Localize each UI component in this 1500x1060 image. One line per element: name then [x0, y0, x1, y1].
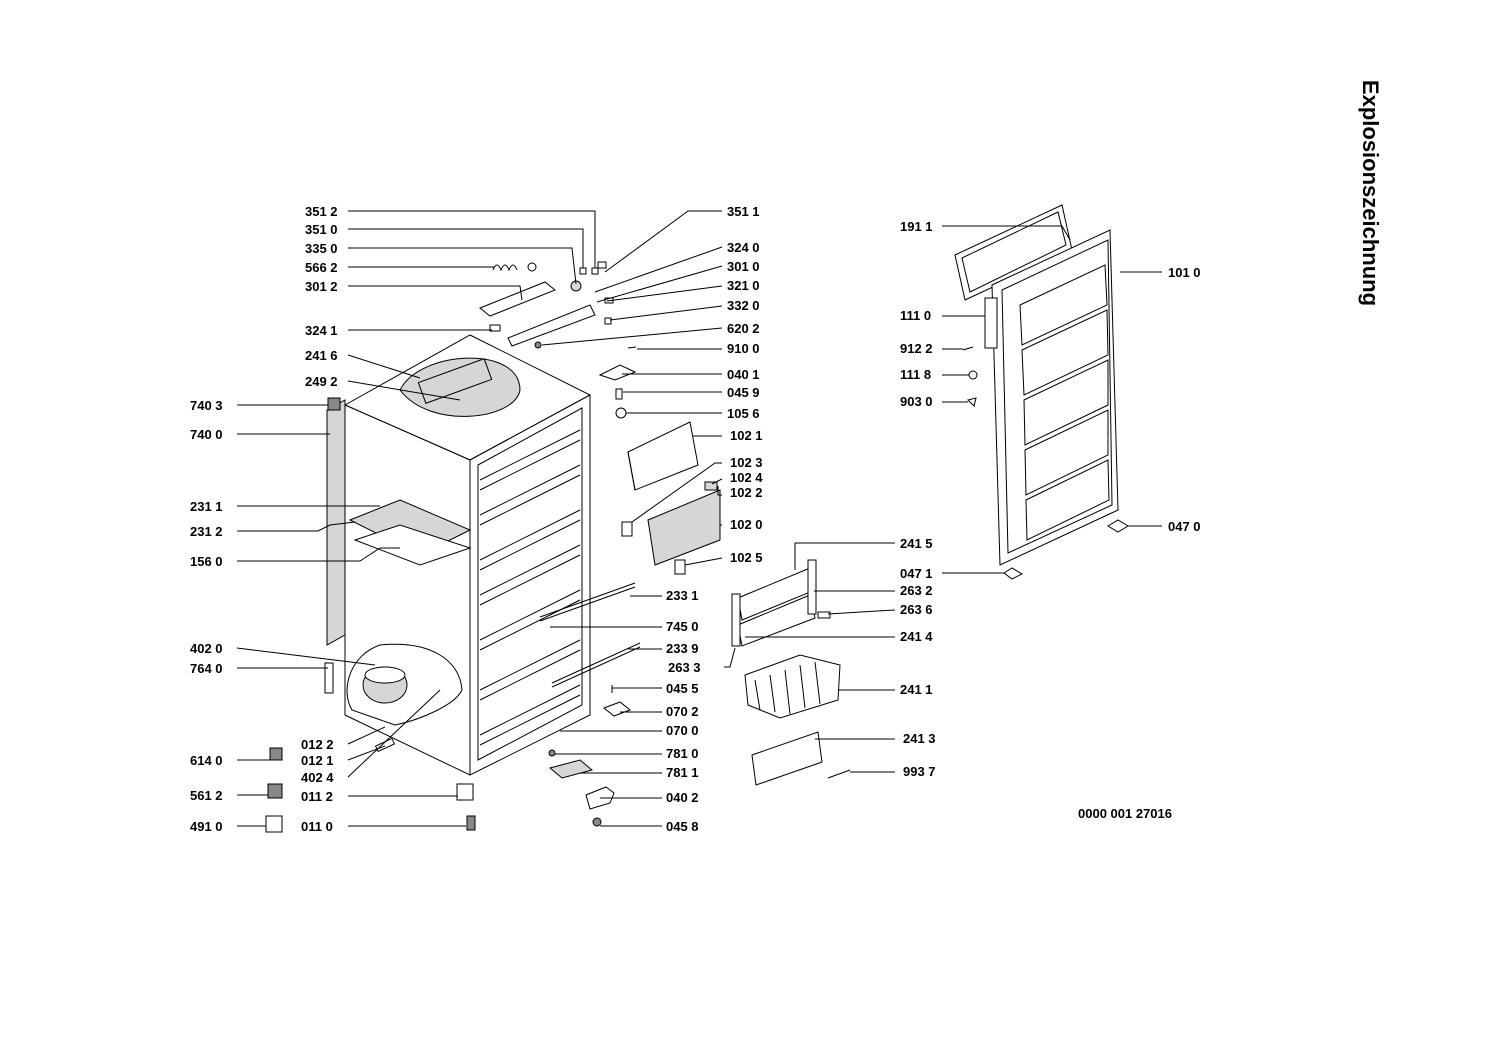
part-number-label: 301 2	[305, 279, 338, 294]
part-number-label: 321 0	[727, 278, 760, 293]
part-number-label: 047 0	[1168, 519, 1201, 534]
part-number-label: 402 4	[301, 770, 334, 785]
part-number-label: 324 0	[727, 240, 760, 255]
part-number-label: 781 1	[666, 765, 699, 780]
cabinet	[343, 334, 592, 776]
left-parts	[265, 397, 476, 833]
part-number-label: 241 4	[900, 629, 933, 644]
part-number-label: 102 3	[730, 455, 763, 470]
part-number-label: 012 2	[301, 737, 334, 752]
part-number-label: 233 9	[666, 641, 699, 656]
part-number-label: 231 2	[190, 524, 223, 539]
drawers	[731, 559, 851, 786]
part-number-label: 566 2	[305, 260, 338, 275]
part-number-label: 231 1	[190, 499, 223, 514]
part-number-label: 111 8	[900, 367, 931, 382]
part-number-label: 614 0	[190, 753, 223, 768]
part-number-label: 351 1	[727, 204, 760, 219]
part-number-label: 351 2	[305, 204, 338, 219]
part-number-label: 191 1	[900, 219, 933, 234]
top-parts	[479, 261, 637, 419]
part-number-label: 335 0	[305, 241, 338, 256]
part-number-label: 070 0	[666, 723, 699, 738]
part-number-label: 620 2	[727, 321, 760, 336]
part-number-label: 045 9	[727, 385, 760, 400]
part-number-label: 040 2	[666, 790, 699, 805]
part-number-label: 102 5	[730, 550, 763, 565]
part-number-label: 249 2	[305, 374, 338, 389]
part-number-label: 012 1	[301, 753, 334, 768]
part-number-label: 912 2	[900, 341, 933, 356]
part-number-label: 102 0	[730, 517, 763, 532]
part-number-labels: 351 2 351 0 335 0 566 2 301 2 324 1 241 6 249 2…	[190, 204, 1201, 834]
part-number-label: 993 7	[903, 764, 936, 779]
evaporator-cover	[621, 421, 721, 575]
leader-lines	[236, 210, 1162, 827]
part-number-label: 301 0	[727, 259, 760, 274]
part-number-label: 101 0	[1168, 265, 1201, 280]
part-number-label: 324 1	[305, 323, 338, 338]
part-number-label: 910 0	[727, 341, 760, 356]
part-number-label: 263 6	[900, 602, 933, 617]
part-number-label: 402 0	[190, 641, 223, 656]
door	[954, 204, 1129, 580]
part-number-label: 740 0	[190, 427, 223, 442]
part-number-label: 740 3	[190, 398, 223, 413]
part-number-label: 241 3	[903, 731, 936, 746]
part-number-label: 047 1	[900, 566, 933, 581]
part-number-label: 903 0	[900, 394, 933, 409]
part-number-label: 105 6	[727, 406, 760, 421]
part-number-label: 351 0	[305, 222, 338, 237]
part-number-label: 332 0	[727, 298, 760, 313]
part-number-label: 045 5	[666, 681, 699, 696]
part-number-label: 102 2	[730, 485, 763, 500]
part-number-label: 241 5	[900, 536, 933, 551]
part-number-label: 263 2	[900, 583, 933, 598]
part-number-label: 102 1	[730, 428, 763, 443]
part-number-label: 045 8	[666, 819, 699, 834]
part-number-label: 241 6	[305, 348, 338, 363]
part-number-label: 233 1	[666, 588, 699, 603]
part-number-label: 745 0	[666, 619, 699, 634]
document-number: 0000 001 27016	[1078, 806, 1172, 821]
part-number-label: 241 1	[900, 682, 933, 697]
part-number-label: 156 0	[190, 554, 223, 569]
part-number-label: 102 4	[730, 470, 763, 485]
part-number-label: 764 0	[190, 661, 223, 676]
part-number-label: 561 2	[190, 788, 223, 803]
part-number-label: 781 0	[666, 746, 699, 761]
part-number-label: 070 2	[666, 704, 699, 719]
part-number-label: 040 1	[727, 367, 760, 382]
part-number-label: 011 0	[301, 819, 333, 834]
part-number-label: 491 0	[190, 819, 223, 834]
part-number-label: 111 0	[900, 308, 931, 323]
part-number-label: 263 3	[668, 660, 701, 675]
part-number-label: 011 2	[301, 789, 333, 804]
